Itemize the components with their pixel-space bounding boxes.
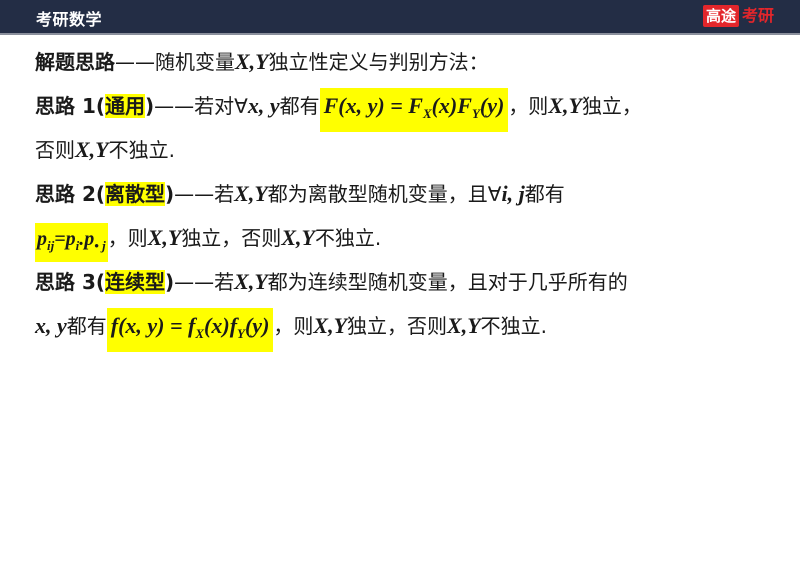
text: 若 [214, 270, 235, 294]
text: 随机变量 [155, 50, 235, 74]
formula-part: (x)F [431, 93, 472, 118]
brand-logo: 高途 考研 [702, 5, 774, 27]
method3-tag: 连续型 [105, 270, 166, 294]
text: 不独立. [108, 138, 175, 162]
paren: ) [165, 182, 175, 206]
header-title: 考研数学 [36, 10, 103, 29]
formula-part: F(x, y) = F [323, 93, 423, 118]
text: 都为连续型随机变量，且对于几乎所有的 [267, 270, 628, 294]
method1-label: 思路 1( [35, 94, 106, 118]
header-bar: 考研数学 高途 考研 [0, 0, 800, 35]
math-vars: i, j [501, 181, 525, 206]
formula-part: (x)f [204, 313, 238, 338]
method2-formula: pij=pi.p• j [35, 223, 108, 262]
text: 否则 [35, 138, 75, 162]
text: ，则 [107, 226, 148, 250]
math-vars: X,Y [75, 137, 109, 162]
text: ，则 [273, 314, 314, 338]
text: 独立性定义与判别方法： [268, 50, 489, 74]
formula-part: f(x, y) = f [110, 313, 196, 338]
formula-sub: i [75, 238, 80, 253]
method2-line2: pij=pi.p• j，则X,Y独立，否则X,Y不独立. [35, 216, 775, 262]
dash: —— [174, 182, 215, 206]
method2-tag: 离散型 [105, 182, 166, 206]
math-vars: x, y [35, 313, 67, 338]
formula-sub: Y [237, 326, 245, 341]
intro-line: 解题思路——随机变量X,Y独立性定义与判别方法： [35, 40, 775, 84]
formula-part: =p [54, 228, 76, 250]
formula-sub: X [422, 106, 432, 121]
formula-sub: X [195, 326, 205, 341]
text: 都有 [524, 182, 565, 206]
text: 独立，否则 [347, 314, 448, 338]
formula-part: .p [79, 228, 95, 250]
method3-line: 思路 3(连续型)——若X,Y都为连续型随机变量，且对于几乎所有的 [35, 260, 775, 304]
text: 若对∀ [194, 94, 248, 118]
math-vars: X,Y [147, 225, 182, 250]
text: 独立， [581, 94, 642, 118]
method2-line: 思路 2(离散型)——若X,Y都为离散型随机变量，且∀i, j都有 [35, 172, 775, 216]
method2-label: 思路 2( [35, 182, 106, 206]
text: 都有 [279, 94, 320, 118]
text: 若 [214, 182, 235, 206]
text: ，则 [508, 94, 549, 118]
method3-formula: f(x, y) = fX(x)fY(y) [106, 308, 274, 352]
slide-content: 解题思路——随机变量X,Y独立性定义与判别方法： 思路 1(通用)——若对∀x,… [35, 40, 775, 352]
method1-line2: 否则X,Y不独立. [35, 128, 775, 172]
math-vars: X,Y [234, 269, 268, 294]
math-vars: X,Y [281, 225, 315, 250]
math-vars: X,Y [235, 49, 269, 74]
text: 不独立. [314, 226, 382, 250]
method3-label: 思路 3( [35, 270, 106, 294]
paren: ) [145, 94, 155, 118]
dash: —— [174, 270, 215, 294]
text: 独立，否则 [181, 226, 282, 250]
text: 都有 [66, 314, 107, 338]
method1-tag: 通用 [105, 94, 146, 118]
formula-sub: ij [47, 238, 55, 253]
math-vars: X,Y [548, 93, 582, 118]
math-vars: X,Y [447, 313, 481, 338]
formula-sub: Y [471, 106, 480, 121]
text: 不独立. [480, 314, 548, 338]
method1-formula: F(x, y) = FX(x)FY(y) [319, 88, 509, 132]
formula-part: (y) [244, 313, 270, 338]
logo-badge: 高途 [702, 5, 739, 27]
intro-label: 解题思路 [35, 50, 115, 74]
math-vars: X,Y [313, 313, 348, 338]
dash: —— [154, 94, 195, 118]
math-vars: x, y [247, 93, 280, 118]
formula-part: p [37, 228, 47, 250]
text: 都为离散型随机变量，且∀ [267, 182, 502, 206]
paren: ) [165, 270, 175, 294]
formula-sub: • j [94, 238, 106, 253]
math-vars: X,Y [234, 181, 268, 206]
dash: —— [115, 50, 155, 74]
formula-part: (y) [479, 93, 505, 118]
logo-text: 考研 [741, 6, 774, 25]
